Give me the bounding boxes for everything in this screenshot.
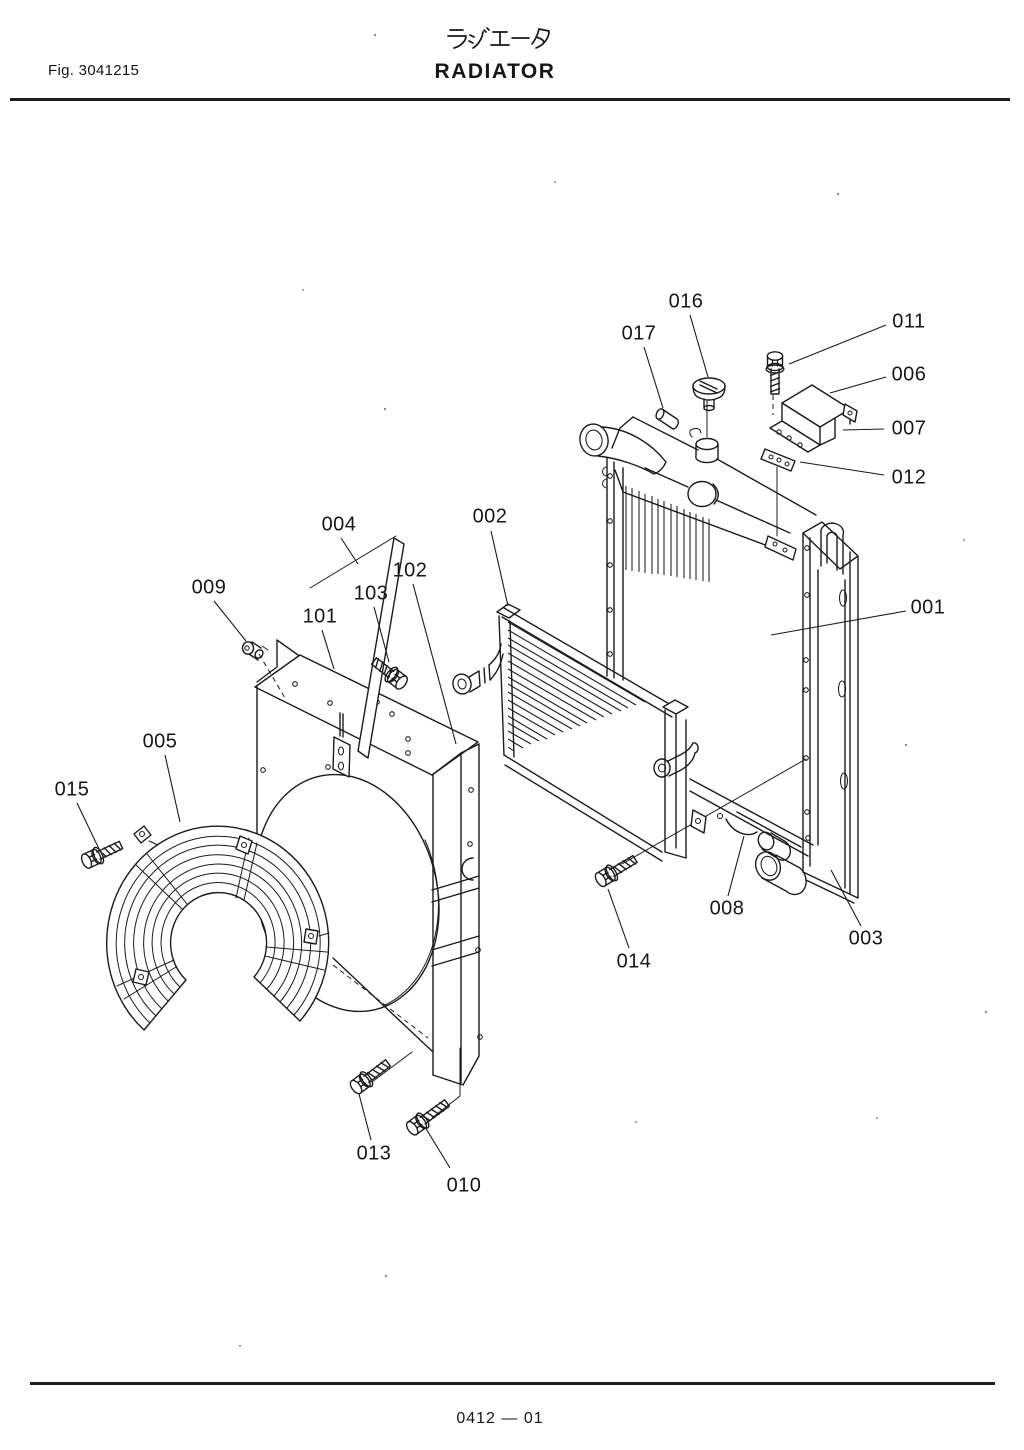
guard-mount-tabs	[132, 825, 330, 986]
fan-guard	[105, 825, 330, 1031]
shroud-bracket-plate	[357, 537, 405, 759]
callout-010: 010	[447, 1174, 482, 1196]
leader-003	[830, 869, 862, 927]
bolt-103	[370, 657, 409, 690]
lower-bracket	[725, 818, 758, 836]
page-code: 0412 — 01	[456, 1410, 544, 1427]
tank-mount-pad	[764, 535, 797, 561]
bolt-011	[765, 351, 785, 395]
callout-013: 013	[357, 1142, 392, 1164]
callout-015: 015	[55, 778, 90, 800]
radiator-cap	[692, 377, 726, 412]
overflow-pipe	[655, 408, 679, 430]
leader-008	[727, 835, 745, 897]
leader-002	[490, 530, 509, 607]
callout-016: 016	[669, 290, 704, 312]
upper-hose-outlet	[579, 423, 667, 475]
title-ja-glyphs	[447, 27, 550, 49]
callout-002: 002	[473, 505, 508, 527]
tank-side-plug	[687, 480, 719, 508]
leader-012	[799, 461, 885, 476]
radiator-top-tank	[579, 416, 817, 561]
bolts	[80, 351, 785, 1136]
leader-101	[321, 629, 335, 670]
header-rule	[10, 98, 1010, 101]
leader-011	[788, 324, 887, 365]
leader-102	[412, 583, 457, 745]
lifting-hook	[820, 522, 845, 575]
leader-004	[340, 537, 359, 565]
bolt-010	[405, 1099, 451, 1136]
callout-005: 005	[143, 730, 178, 752]
leader-007	[842, 428, 885, 431]
leader-017	[643, 346, 664, 409]
callout-008: 008	[710, 897, 745, 919]
mounting-bracket	[769, 384, 858, 453]
paper-noise	[239, 33, 988, 1347]
leader-015	[76, 802, 101, 852]
shroud-seam-plate	[332, 736, 351, 778]
oil-cooler	[452, 603, 707, 862]
page-title: RADIATOR	[434, 60, 556, 83]
callout-003: 003	[849, 927, 884, 949]
footer-rule	[30, 1382, 995, 1385]
leader-013	[358, 1093, 372, 1141]
outlet-pipe-large	[754, 851, 807, 896]
oil-cooler-mount-tab	[690, 809, 707, 834]
leader-010	[424, 1126, 451, 1169]
callout-103: 103	[354, 582, 389, 604]
callout-011: 011	[892, 310, 925, 332]
callout-009: 009	[192, 576, 227, 598]
callout-012: 012	[892, 466, 927, 488]
filler-neck	[689, 428, 719, 464]
leader-014	[607, 888, 630, 949]
figure-number: Fig. 3041215	[48, 62, 140, 79]
bolt-015	[80, 840, 124, 869]
callouts: 001 002 003 004 005 006 007 008 009 010 011 012 013 0…	[55, 290, 946, 1196]
radiator-assembly	[579, 416, 859, 904]
leader-016	[689, 314, 709, 378]
callout-014: 014	[617, 950, 652, 972]
callout-102: 102	[393, 559, 428, 581]
core-fins	[625, 486, 710, 582]
callout-006: 006	[892, 363, 927, 385]
radiator-left-frame	[602, 457, 624, 681]
fan-shroud	[254, 639, 483, 1086]
drain-fitting	[241, 641, 264, 661]
oil-cooler-outlet-fitting	[653, 742, 699, 778]
leader-006	[829, 376, 887, 394]
leader-001	[770, 610, 907, 636]
radiator-side-frame	[802, 521, 859, 904]
callout-007: 007	[892, 417, 927, 439]
oil-cooler-inlet-fitting	[452, 643, 504, 695]
leader-009	[213, 600, 247, 642]
oil-cooler-fins	[507, 621, 646, 752]
radiator-bottom	[689, 778, 814, 896]
leader-103	[373, 606, 390, 663]
shim-plate	[760, 448, 796, 472]
callout-017: 017	[622, 322, 657, 344]
oil-cooler-tank	[662, 699, 689, 859]
callout-101: 101	[303, 605, 338, 627]
outlet-pipe-small	[757, 831, 792, 861]
callout-004: 004	[322, 513, 357, 535]
bolt-014	[594, 854, 638, 888]
leader-005	[164, 754, 181, 823]
bolt-013	[349, 1059, 392, 1095]
callout-001: 001	[911, 596, 946, 618]
